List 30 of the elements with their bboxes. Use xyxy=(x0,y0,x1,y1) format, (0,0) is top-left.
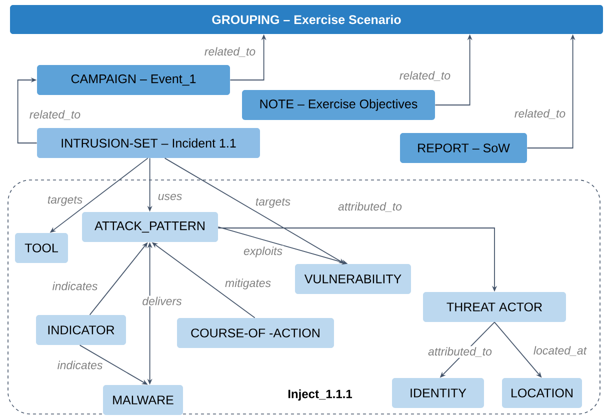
edge-label: related_to xyxy=(513,108,567,120)
edge-label: exploits xyxy=(242,246,284,258)
entity-box: INTRUSION-SET – Incident 1.1 xyxy=(37,128,260,158)
edge-label: delivers xyxy=(141,296,183,306)
edge-label: attributed_to xyxy=(427,346,493,358)
edge-label: uses xyxy=(156,192,184,202)
entity-box: NOTE – Exercise Objectives xyxy=(242,90,435,120)
entity-box: REPORT – SoW xyxy=(400,133,527,163)
arrow xyxy=(17,77,38,144)
entity-box: CAMPAIGN – Event_1 xyxy=(37,65,230,95)
entity-box: VULNERABILITY xyxy=(295,264,411,294)
edge-label: located_at xyxy=(532,345,588,357)
edge-label: indicates xyxy=(56,360,104,370)
edge-label: targets xyxy=(254,197,292,209)
edge-label: attributed_to xyxy=(337,201,403,213)
entity-box: INDICATOR xyxy=(36,315,126,345)
entity-box: COURSE-OF -ACTION xyxy=(177,318,334,348)
edge-label: related_to xyxy=(203,46,257,58)
entity-box: TOOL xyxy=(15,233,68,263)
edge-label: related_to xyxy=(28,109,82,121)
edge-label: mitigates xyxy=(224,278,272,290)
entity-box: ATTACK_PATTERN xyxy=(82,212,218,242)
edge-label: indicates xyxy=(51,280,99,292)
entity-box: IDENTITY xyxy=(392,378,484,408)
edge-label: related_to xyxy=(398,70,452,82)
edge-label: targets xyxy=(46,195,84,207)
entity-box: MALWARE xyxy=(103,385,183,415)
entity-box: LOCATION xyxy=(502,378,582,408)
entity-box: THREAT ACTOR xyxy=(423,292,566,322)
title-bar: GROUPING – Exercise Scenario xyxy=(10,5,603,34)
